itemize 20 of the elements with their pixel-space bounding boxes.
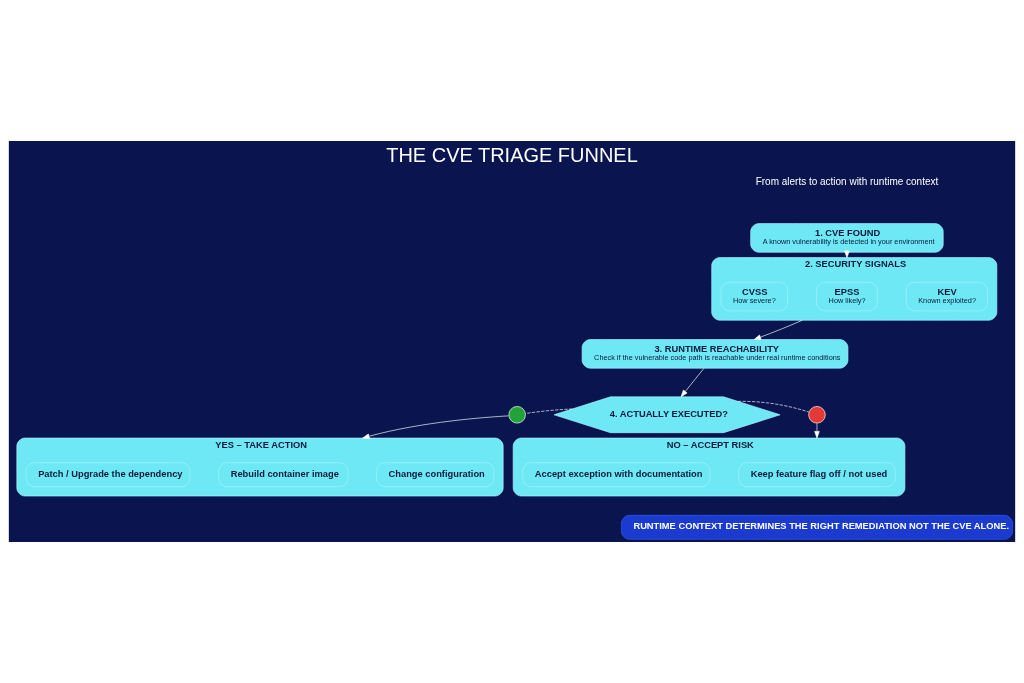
arrow: [753, 319, 803, 340]
arrow: [362, 415, 509, 439]
node-circle: [808, 406, 826, 424]
node-box: KEV Known exploited?: [905, 281, 988, 312]
node-circle: [508, 406, 526, 424]
node-box: EPSS How likely?: [816, 281, 878, 312]
node-box: 3. RUNTIME REACHABILITY Check if the vulnerable code path is reachable under real runtime conditions: [581, 339, 849, 369]
diagram-title: THE CVE TRIAGE FUNNEL: [386, 144, 638, 167]
node-box: Keep feature flag off / not used: [738, 462, 896, 488]
node-box: Accept exception with documentation: [522, 462, 711, 488]
node-box: Change configuration: [376, 462, 495, 488]
label: From alerts to action with runtime context: [755, 176, 939, 188]
connector: [737, 401, 810, 413]
connector: [525, 408, 573, 414]
node-box: Patch / Upgrade the dependency: [25, 462, 191, 488]
node-box: CVSS How severe?: [720, 281, 788, 312]
node-box: Rebuild container image: [218, 462, 349, 488]
node-box: RUNTIME CONTEXT DETERMINES THE RIGHT REMEDIATION NOT THE CVE ALONE.: [621, 515, 1013, 540]
arrow: [814, 423, 820, 439]
arrow: [680, 368, 705, 398]
